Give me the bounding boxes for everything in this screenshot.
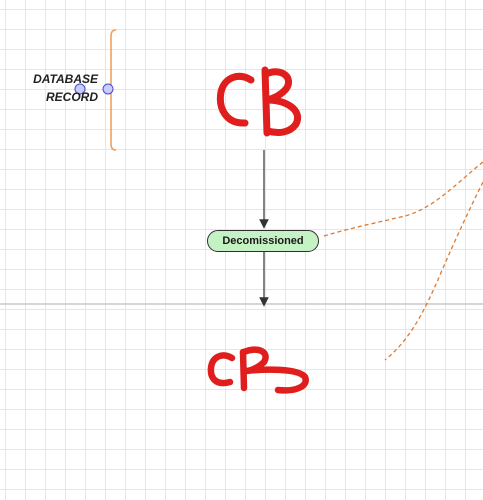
status-node-label: Decomissioned [222, 235, 304, 247]
dashed-connector-upper[interactable] [323, 161, 483, 237]
database-record-label[interactable]: DATABASE RECORD [10, 70, 98, 106]
handwritten-cb-top [216, 66, 302, 137]
status-node-decomissioned[interactable]: Decomissioned [207, 230, 319, 252]
record-label-line1: DATABASE [33, 72, 98, 86]
connection-handle-right[interactable] [102, 83, 114, 95]
handwritten-cb-bottom [207, 346, 309, 394]
dashed-connector-lower[interactable] [384, 181, 483, 361]
connection-handle-left[interactable] [74, 83, 86, 95]
record-label-line2: RECORD [45, 90, 98, 104]
